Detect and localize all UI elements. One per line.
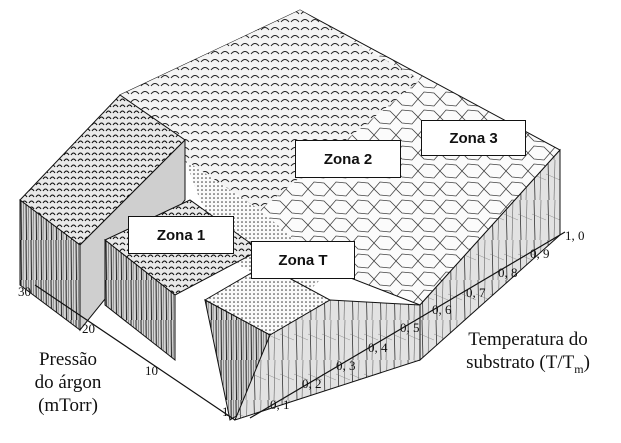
- temperature-tick-0-8: 0, 8: [498, 265, 518, 280]
- pressure-tick-30: 30: [18, 284, 31, 299]
- temperature-title-line-1: Temperatura do: [468, 329, 588, 350]
- pressure-tick-20: 20: [82, 321, 95, 336]
- pressure-axis-line: [34, 284, 236, 421]
- temperature-tick-0-6: 0, 6: [432, 302, 452, 317]
- temperature-tick-0-3: 0, 3: [336, 358, 356, 373]
- temperature-title-suffix: ): [583, 352, 590, 373]
- pressure-title-line-3: (mTorr): [38, 395, 98, 416]
- temperature-title-sub: m: [574, 361, 584, 376]
- zone-3-label: Zona 3: [421, 120, 526, 156]
- temperature-axis-line: [249, 231, 566, 419]
- temperature-tick-0-2: 0, 2: [302, 376, 322, 391]
- pressure-title-line-1: Pressão: [38, 349, 98, 370]
- pressure-tick-1: 1: [222, 404, 229, 419]
- front-left-face: [104, 238, 176, 362]
- top-surface-mid: [120, 10, 420, 210]
- temperature-title-line-2: substrato (T/Tm): [438, 351, 618, 381]
- pressure-tick-10: 10: [145, 363, 158, 378]
- temperature-tick-0-5: 0, 5: [400, 320, 420, 335]
- zone-t-label: Zona T: [251, 241, 355, 279]
- pressure-axis-title: Pressão do árgon (mTorr): [8, 348, 128, 417]
- temperature-axis-title: Temperatura do substrato (T/Tm): [438, 328, 618, 381]
- temperature-tick-0-7: 0, 7: [466, 285, 486, 300]
- zone-2-label: Zona 2: [295, 140, 401, 178]
- temperature-tick-0-1: 0, 1: [270, 397, 290, 412]
- zone-1-label: Zona 1: [128, 216, 234, 254]
- temperature-tick-0-4: 0, 4: [368, 340, 388, 355]
- pressure-title-line-2: do árgon: [34, 372, 102, 393]
- temperature-tick-0-9: 0, 9: [530, 246, 550, 261]
- temperature-tick-1-0: 1, 0: [565, 228, 585, 243]
- temperature-title-prefix: substrato (T/T: [466, 352, 575, 373]
